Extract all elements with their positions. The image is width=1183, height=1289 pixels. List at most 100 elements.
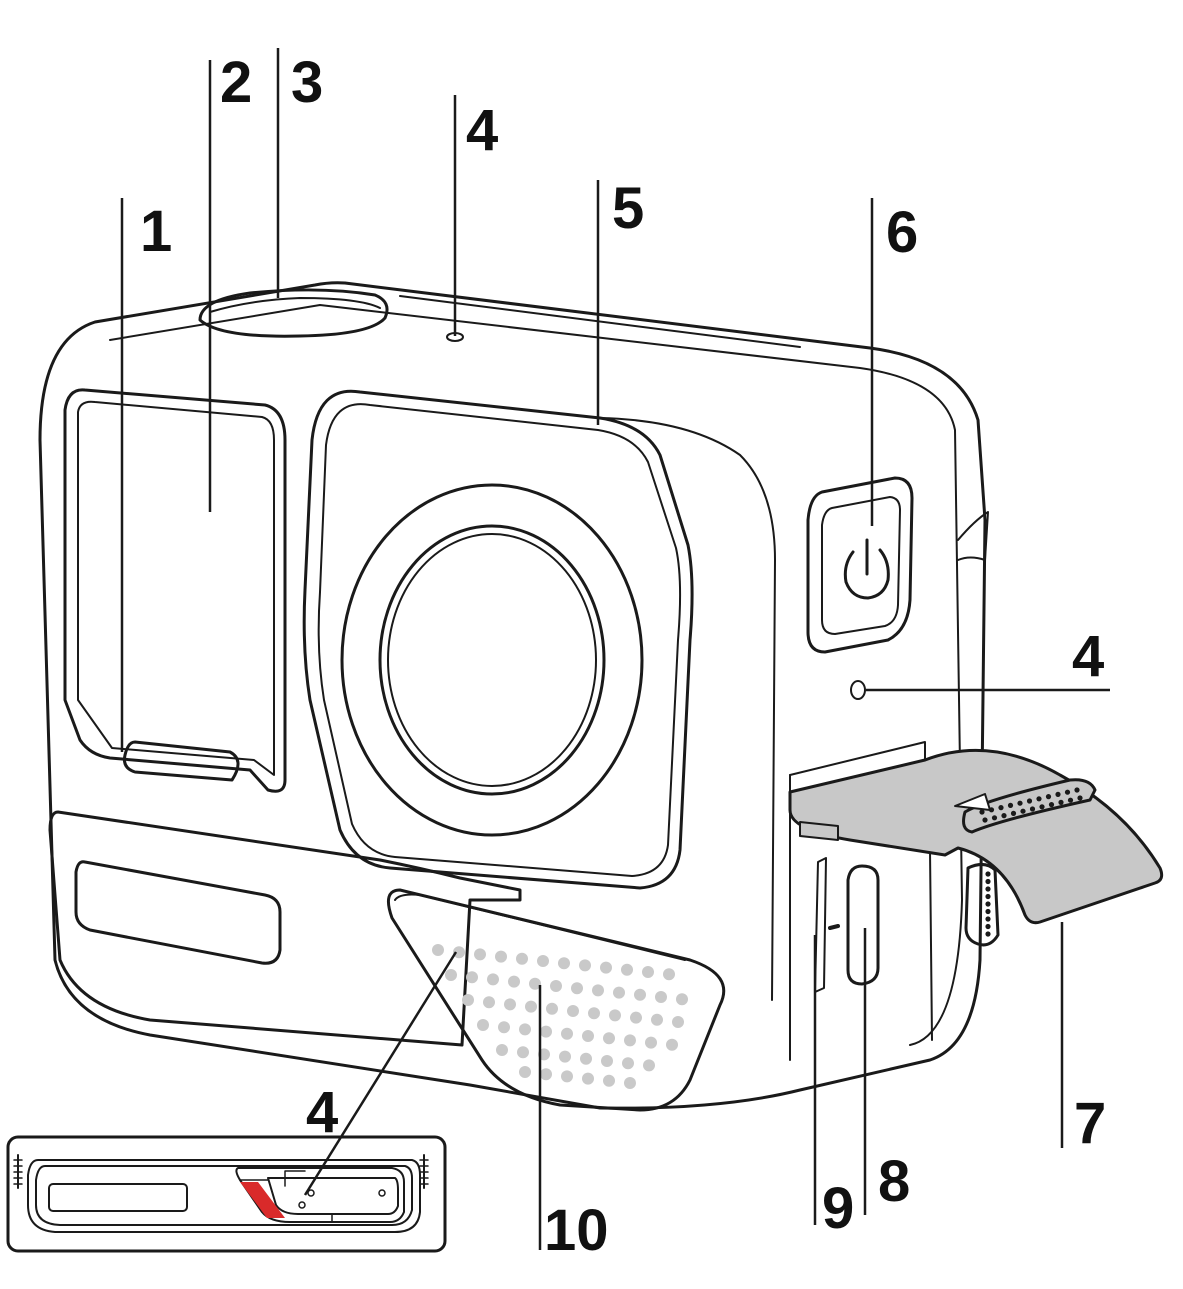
flap-contact-dot [982, 817, 988, 823]
grille-dot [630, 1011, 642, 1024]
speaker-grille-top [394, 893, 686, 961]
flap-hinge [964, 863, 1000, 947]
grille-dot [592, 984, 604, 997]
grille-dot [466, 971, 478, 984]
lens-housing-inner [317, 403, 682, 877]
grille-dot [603, 1032, 615, 1045]
bottom-front-panel [48, 810, 522, 1047]
flap-contact-dot [1007, 802, 1014, 809]
port-recess-inner [929, 849, 933, 1041]
grille-dot [540, 1025, 552, 1038]
callout-labels: 1 2 3 4 5 6 4 7 8 9 10 4 [140, 50, 1106, 1263]
callout-1: 1 [140, 199, 172, 264]
flap-contact-dot [1058, 799, 1064, 806]
grille-dot [603, 1074, 615, 1087]
front-screen [63, 388, 287, 793]
grille-dot [537, 955, 549, 967]
hinge-rib [985, 886, 991, 892]
lens-housing [302, 389, 694, 890]
grille-dot [600, 961, 612, 974]
lens-inner-glass [378, 524, 606, 796]
hinge-rib [985, 878, 991, 885]
grille-dot [559, 1050, 571, 1063]
hinge-ribs [985, 871, 991, 937]
grille-dot [663, 968, 675, 981]
hinge-rib [985, 931, 991, 937]
hinge-rib [985, 923, 991, 930]
grille-dot [571, 982, 583, 995]
grille-dot [432, 944, 444, 956]
flap-contact-dot [1029, 806, 1036, 812]
grille-dot [613, 986, 625, 999]
flap-contact-dot [1048, 802, 1055, 808]
speaker-grille [386, 888, 726, 1112]
grille-dot [474, 948, 486, 961]
grille-dot [624, 1034, 636, 1047]
top-edge-line [399, 295, 801, 348]
grille-dot [579, 959, 591, 972]
flap-contact-dot [1026, 798, 1033, 804]
grille-dot [546, 1002, 558, 1015]
grille-dot [519, 1066, 531, 1078]
power-button [806, 476, 914, 654]
port-flap [788, 748, 1164, 925]
flap-contact-dot [1039, 804, 1045, 810]
callout-10: 10 [544, 1198, 609, 1263]
side-slot [957, 511, 989, 561]
flap-contact-dot [1077, 795, 1083, 801]
callout-9: 9 [822, 1176, 854, 1241]
grille-dot [643, 1059, 655, 1072]
bottom-view-inset [6, 1135, 447, 1253]
speaker-dots [432, 944, 688, 1089]
hinge-rib [985, 871, 991, 877]
flap-contact-dot [1067, 797, 1074, 803]
callout-5: 5 [612, 176, 644, 241]
grille-dot [634, 988, 646, 1001]
grille-dot [582, 1072, 594, 1085]
grille-dot [483, 996, 495, 1009]
leader-4c [303, 951, 458, 1196]
lens-inner-glass-edge [387, 533, 597, 787]
callout-3: 3 [291, 50, 323, 115]
grille-dot [645, 1036, 657, 1049]
hinge-rib [985, 893, 991, 900]
hinge-rib [985, 916, 991, 922]
front-screen-inner [77, 400, 275, 776]
grille-dot [508, 975, 520, 988]
flap-arrow [954, 793, 991, 811]
grille-dot [642, 966, 654, 978]
grille-dot [609, 1009, 621, 1022]
flap-contact-dot [1017, 800, 1023, 806]
grille-dot [561, 1070, 573, 1083]
inset-slot [48, 1183, 188, 1212]
callout-4-side: 4 [1072, 624, 1104, 689]
power-icon [843, 548, 890, 600]
grille-dot [624, 1077, 636, 1089]
hinge-rib [985, 908, 991, 915]
grille-dot [561, 1027, 573, 1040]
flap-contact-dot [979, 809, 985, 815]
grille-dot [676, 993, 688, 1006]
flap-contact-dot [998, 805, 1004, 811]
lens-outer-ring [340, 483, 644, 837]
grille-dot [588, 1007, 600, 1020]
grille-dot [666, 1038, 678, 1051]
flap-contact-dot [1045, 794, 1052, 800]
camera-body-inner-edge [109, 304, 963, 1046]
grille-dot [601, 1055, 613, 1067]
grille-dot [517, 1046, 529, 1059]
inset-red-mark [240, 1182, 285, 1218]
grille-dot [622, 1057, 634, 1070]
leader-lines [120, 48, 1110, 1250]
camera-body [38, 281, 987, 1110]
grille-dot [498, 1021, 510, 1034]
grille-dot [621, 963, 633, 976]
lens-housing-back [599, 417, 776, 1001]
grille-dot [580, 1052, 592, 1065]
grille-dot [651, 1013, 663, 1026]
grille-dot [529, 977, 541, 990]
flap-contact-dot [1036, 796, 1042, 802]
flap-contact-dot [1020, 808, 1026, 814]
grille-dot [445, 969, 457, 981]
